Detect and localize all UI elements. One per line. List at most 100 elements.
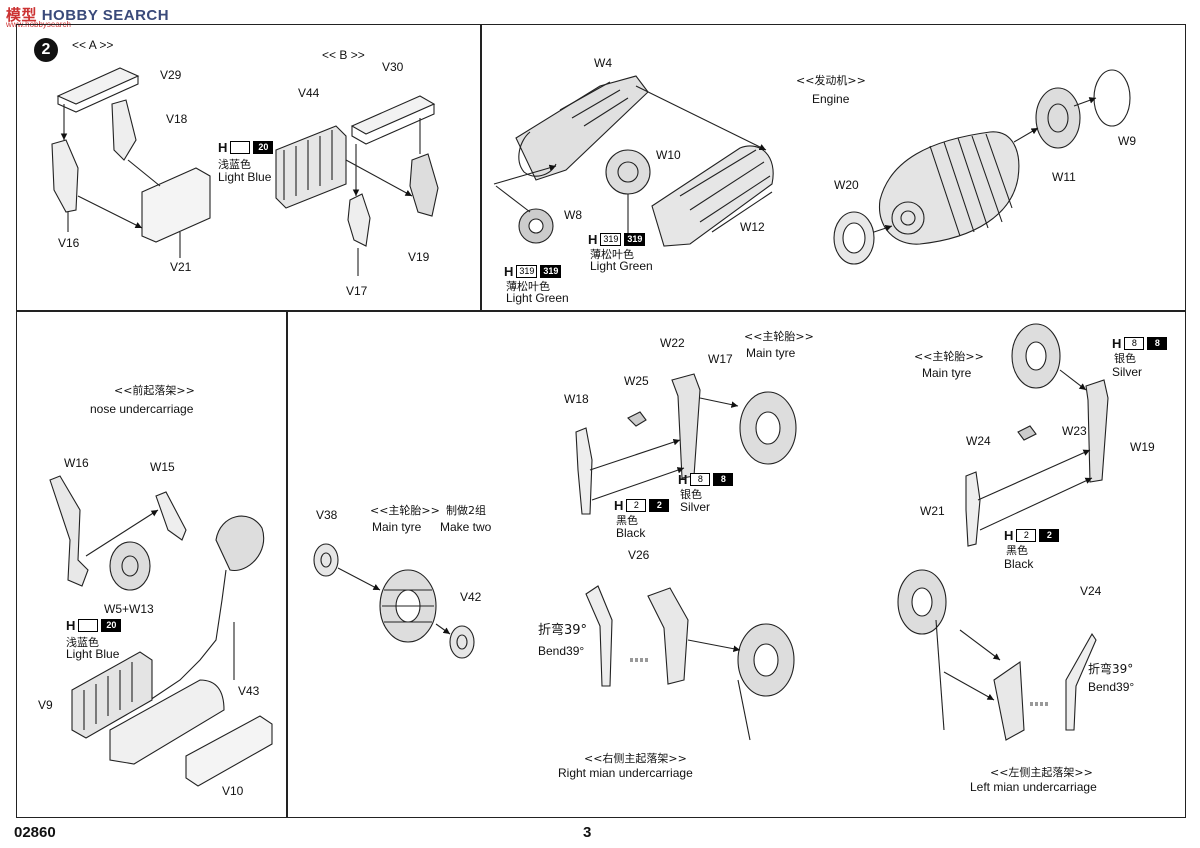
watermark-cn: 模型 [6,6,38,24]
paint-code-white: 8 [690,473,711,486]
part-label-v24: V24 [1080,584,1102,598]
nose-gear-assembly-shape [215,515,265,571]
part-label-v16: V16 [58,236,80,250]
part-v42-shape [449,625,475,659]
part-label-w16: W16 [64,456,89,470]
part-label-w24: W24 [966,434,991,448]
part-label-v43: V43 [238,684,260,698]
paint-name-en-engine-2: Light Green [506,291,569,305]
paint-code-black: 2 [649,499,670,512]
part-v10-shape [185,715,273,787]
part-v38-shape [313,543,339,577]
panel-a-title: << A >> [72,38,114,52]
part-v43-shape [109,679,225,765]
left-bend-cn: 折弯39° [1088,662,1134,676]
part-label-v42: V42 [460,590,482,604]
part-w21-shape [965,471,981,547]
part-w11-shape [1035,87,1081,149]
paint-code-black: 20 [253,141,274,154]
part-w22-w17-shape [671,373,701,479]
engine-title-en: Engine [812,92,850,106]
panel-bottom-right [286,310,1186,818]
paint-name-cn-left-black: 黑色 [1006,544,1028,557]
paint-h-label: H [66,618,76,633]
step-number-badge: 2 [34,38,58,62]
main-tyre-title-cn: <<主轮胎>> [370,504,440,517]
part-label-w10: W10 [656,148,681,162]
part-label-w8: W8 [564,208,582,222]
paint-name-en-right-silver: Silver [680,500,711,514]
left-tyre-title-en: Main tyre [922,366,972,380]
paint-code-white: 2 [1016,529,1037,542]
paint-h-label: H [678,472,688,487]
left-gear-title-en: Left mian undercarriage [970,780,1097,794]
paint-name-cn-left-silver: 银色 [1114,352,1136,365]
paint-code-white: 319 [600,233,622,246]
paint-name-en-left-silver: Silver [1112,365,1143,379]
paint-name-en-left-black: Black [1004,557,1034,571]
part-label-w20: W20 [834,178,859,192]
paint-chip-nose: H 20 [66,618,122,633]
paint-chip-left-silver: H 8 8 [1112,336,1168,351]
part-v26-shape [585,585,613,687]
part-label-w15: W15 [150,460,175,474]
left-tyre-title-cn: <<主轮胎>> [914,350,984,363]
paint-name-cn-nose: 浅蓝色 [66,636,99,649]
panel-b-title: << B >> [322,48,365,62]
left-strut-plate-shape [993,660,1025,741]
paint-name-en-nose: Light Blue [66,647,120,661]
panel-top-left [16,24,482,312]
part-v16-shape [51,139,79,213]
part-v30-shape [350,95,436,135]
part-label-w18: W18 [564,392,589,406]
part-label-w17: W17 [708,352,733,366]
part-w16-shape [49,475,89,587]
part-label-w4: W4 [594,56,612,70]
paint-name-cn-engine-2: 薄松叶色 [506,280,550,293]
paint-code-black: 8 [713,473,734,486]
paint-name-cn-right-black: 黑色 [616,514,638,527]
paint-h-label: H [588,232,598,247]
engine-title-cn: <<发动机>> [796,74,866,87]
watermark-logo: 模型 HOBBY SEARCH [6,4,169,25]
right-gear-title-en: Right mian undercarriage [558,766,693,780]
part-label-w5-w13: W5+W13 [104,602,154,616]
paint-h-label: H [504,264,514,279]
part-label-v26: V26 [628,548,650,562]
right-gear-title-cn: <<右侧主起落架>> [584,752,687,765]
paint-code-white [78,619,99,632]
part-label-w12: W12 [740,220,765,234]
right-tyre-title-cn: <<主轮胎>> [744,330,814,343]
panel-top-right [480,24,1186,312]
part-w25-shape [627,411,647,427]
part-label-w11: W11 [1052,170,1076,184]
make-two-cn: 制做2组 [446,504,486,517]
paint-chip-engine-1: H 319 319 [588,232,646,247]
part-v19-shape [409,153,439,217]
paint-h-label: H [1112,336,1122,351]
engine-assembled-shape [878,131,1020,245]
part-w5-w13-shape [109,541,151,591]
part-v24-shape [1065,632,1097,731]
part-w24-shape [1017,425,1037,441]
right-bend-en: Bend39° [538,644,585,658]
paint-code-white: 2 [626,499,647,512]
part-w9-shape [1093,69,1131,127]
nose-title-cn: <<前起落架>> [114,384,195,397]
part-label-v30: V30 [382,60,404,74]
paint-name-en-engine-1: Light Green [590,259,653,273]
part-label-v10: V10 [222,784,244,798]
paint-code-white [230,141,251,154]
part-w23-w19-shape [1085,379,1109,483]
page-number: 3 [583,824,592,841]
part-label-v29: V29 [160,68,182,82]
watermark-en: HOBBY SEARCH [41,7,170,24]
part-label-v18: V18 [166,112,188,126]
part-label-v44: V44 [298,86,320,100]
right-strut-plate-shape [647,587,689,685]
paint-code-black: 2 [1039,529,1060,542]
paint-chip-right-silver: H 8 8 [678,472,734,487]
part-v18-shape [111,99,137,161]
paint-name-en-right-black: Black [616,526,646,540]
make-two-en: Make two [440,520,492,534]
